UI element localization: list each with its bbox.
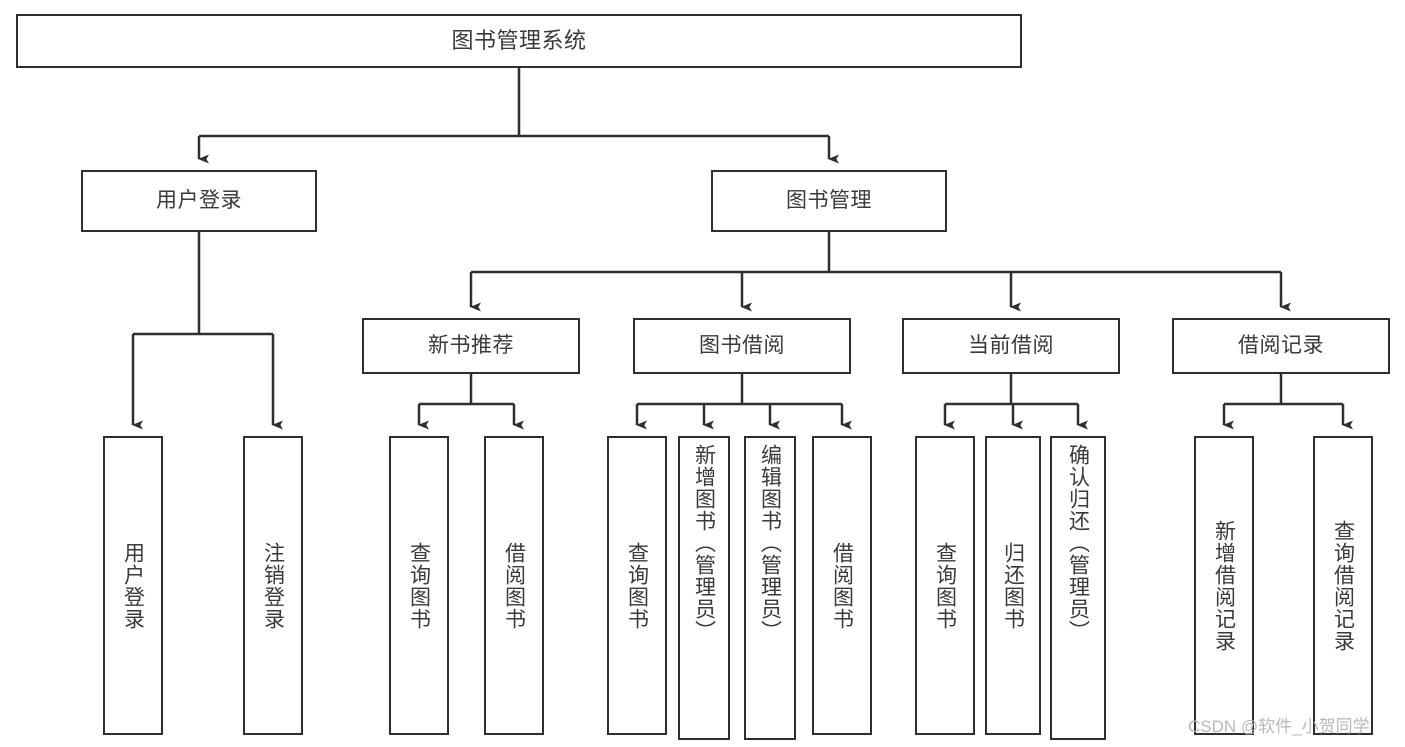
node-leaf-confirm-return[interactable]: 确认归还（管理员）: [1050, 436, 1106, 740]
node-label-root: 图书管理系统: [451, 28, 587, 54]
node-book-borrow[interactable]: 图书借阅: [633, 318, 851, 374]
node-label-user-login: 用户登录: [156, 189, 242, 213]
node-leaf-query-book-3[interactable]: 查询图书: [915, 436, 975, 735]
node-label-leaf-user-login: 用户登录: [121, 541, 145, 630]
node-leaf-user-login[interactable]: 用户登录: [103, 436, 163, 735]
node-label-leaf-confirm-return: 确认归还（管理员）: [1066, 444, 1090, 642]
node-leaf-add-record[interactable]: 新增借阅记录: [1194, 436, 1254, 735]
node-label-leaf-query-book-1: 查询图书: [407, 541, 431, 630]
node-label-leaf-return-book: 归还图书: [1001, 541, 1025, 630]
node-leaf-query-book-2[interactable]: 查询图书: [607, 436, 667, 735]
node-user-login[interactable]: 用户登录: [81, 170, 317, 232]
node-leaf-borrow-book-2[interactable]: 借阅图书: [812, 436, 872, 735]
node-root[interactable]: 图书管理系统: [16, 14, 1022, 68]
node-label-new-book-rec: 新书推荐: [428, 334, 514, 358]
node-leaf-borrow-book-1[interactable]: 借阅图书: [484, 436, 544, 735]
csdn-watermark: CSDN @软件_小贺同学: [1188, 717, 1370, 736]
node-leaf-query-record[interactable]: 查询借阅记录: [1313, 436, 1373, 735]
node-new-book-rec[interactable]: 新书推荐: [362, 318, 580, 374]
node-book-manage[interactable]: 图书管理: [711, 170, 947, 232]
node-label-leaf-query-book-2: 查询图书: [625, 541, 649, 630]
node-leaf-add-book[interactable]: 新增图书（管理员）: [678, 436, 730, 740]
node-label-borrow-record: 借阅记录: [1238, 334, 1324, 358]
node-label-book-borrow: 图书借阅: [699, 334, 785, 358]
node-label-leaf-borrow-book-1: 借阅图书: [502, 541, 526, 630]
node-label-current-borrow: 当前借阅: [968, 334, 1054, 358]
node-leaf-return-book[interactable]: 归还图书: [985, 436, 1041, 735]
node-current-borrow[interactable]: 当前借阅: [902, 318, 1120, 374]
node-label-book-manage: 图书管理: [786, 189, 872, 213]
node-label-leaf-edit-book: 编辑图书（管理员）: [758, 444, 782, 642]
node-label-leaf-borrow-book-2: 借阅图书: [830, 541, 854, 630]
node-label-leaf-query-record: 查询借阅记录: [1331, 519, 1355, 652]
node-label-leaf-query-book-3: 查询图书: [933, 541, 957, 630]
node-label-leaf-add-record: 新增借阅记录: [1212, 519, 1236, 652]
node-label-leaf-add-book: 新增图书（管理员）: [692, 444, 716, 642]
node-leaf-edit-book[interactable]: 编辑图书（管理员）: [744, 436, 796, 740]
node-leaf-logout[interactable]: 注销登录: [243, 436, 303, 735]
node-borrow-record[interactable]: 借阅记录: [1172, 318, 1390, 374]
node-leaf-query-book-1[interactable]: 查询图书: [389, 436, 449, 735]
node-label-leaf-logout: 注销登录: [261, 541, 285, 630]
